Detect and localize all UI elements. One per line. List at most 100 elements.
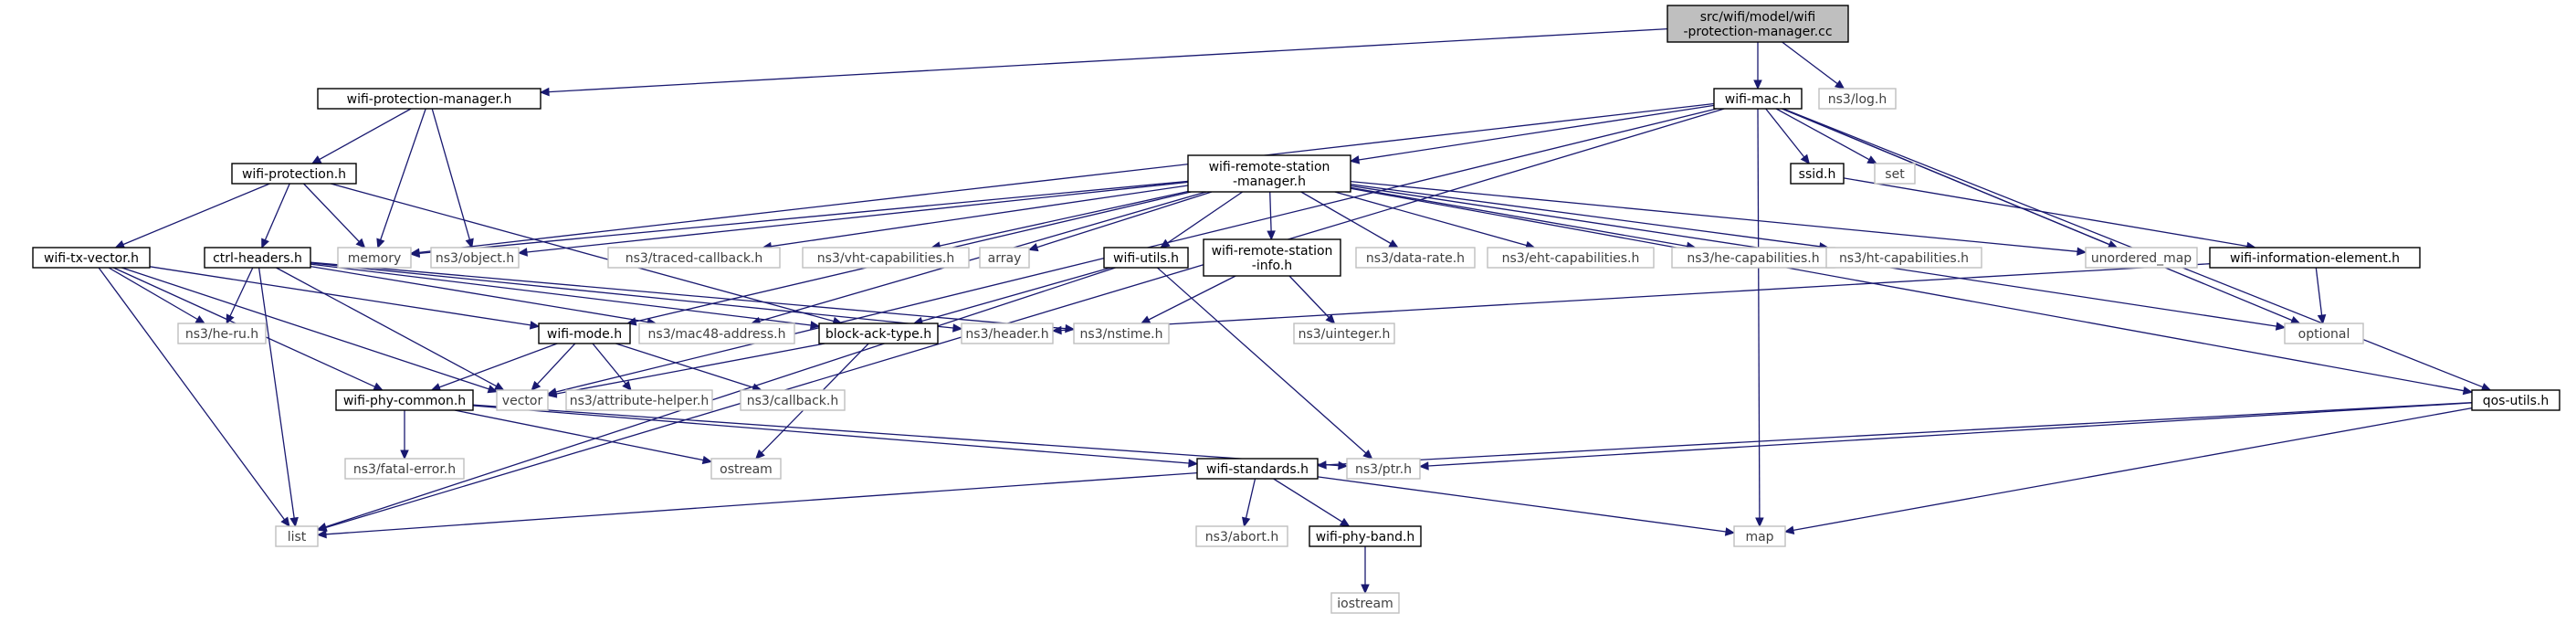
node-box: [1487, 247, 1655, 269]
edge-ctrl-to-nstime: [310, 261, 1076, 333]
arrowhead-icon: [1834, 79, 1845, 90]
edge-line: [1350, 186, 1688, 248]
edge-line: [939, 190, 1189, 247]
arrowhead-icon: [517, 248, 528, 257]
node-box: [430, 247, 520, 269]
arrowhead-icon: [1418, 461, 1429, 471]
arrowhead-icon: [373, 382, 384, 391]
node-vector: vector: [496, 389, 549, 411]
node-box: [2209, 247, 2421, 269]
edge-line: [229, 267, 254, 317]
node-umap: unordered_map: [2085, 247, 2198, 269]
node-box: [1667, 5, 1849, 43]
edge-line: [1427, 402, 2473, 467]
edge-line: [771, 185, 1189, 248]
node-ptr: ns3/ptr.h: [1346, 458, 1421, 480]
arrowhead-icon: [195, 315, 206, 324]
node-box: [638, 323, 795, 344]
node-label: block-ack-type.h: [825, 327, 931, 342]
edge-wifi_mac-to-wrsm: [1349, 104, 1715, 164]
edge-line: [331, 183, 835, 323]
edge-line: [1775, 108, 1870, 161]
node-wrsi[interactable]: wifi-remote-station-info.h: [1203, 238, 1341, 277]
node-box: [177, 323, 267, 344]
node-box: [979, 247, 1030, 269]
node-box: [1713, 88, 1803, 110]
edge-line: [98, 267, 286, 521]
arrowhead-icon: [261, 238, 269, 249]
node-box: [740, 389, 846, 411]
node-label: ns3/data-rate.h: [1366, 251, 1465, 266]
node-set: set: [1874, 163, 1916, 185]
arrowhead-icon: [465, 238, 474, 249]
node-label: ns3/ptr.h: [1355, 462, 1412, 477]
node-wifi_utils[interactable]: wifi-utils.h: [1103, 247, 1189, 269]
arrowhead-icon: [1362, 449, 1373, 460]
node-root[interactable]: src/wifi/model/wifi-protection-manager.c…: [1667, 5, 1849, 43]
node-label: ns3/fatal-error.h: [353, 462, 456, 477]
node-wpm_h[interactable]: wifi-protection-manager.h: [317, 88, 541, 110]
node-box: [2284, 323, 2364, 344]
node-wifi_protection[interactable]: wifi-protection.h: [231, 163, 357, 185]
node-bat[interactable]: block-ack-type.h: [818, 323, 939, 344]
node-box: [961, 323, 1054, 344]
node-label: ssid.h: [1799, 167, 1836, 182]
node-wpb[interactable]: wifi-phy-band.h: [1309, 525, 1422, 547]
edge-wstd-to-map: [1317, 476, 1736, 536]
node-label: ns3/uinteger.h: [1299, 327, 1391, 342]
edge-ctrl-to-he_ru: [226, 267, 254, 325]
edge-line: [1350, 184, 1821, 248]
node-wstd[interactable]: wifi-standards.h: [1196, 458, 1319, 480]
edge-wifi_utils-to-bat: [912, 267, 1111, 326]
node-label: wifi-utils.h: [1113, 251, 1179, 266]
arrowhead-icon: [1338, 460, 1349, 471]
arrowhead-icon: [2275, 322, 2287, 331]
node-wrsm[interactable]: wifi-remote-station-manager.h: [1187, 154, 1351, 193]
node-label: ctrl-headers.h: [213, 251, 302, 266]
edge-line: [1288, 275, 1330, 318]
edge-wrsm-to-wrsi: [1267, 191, 1276, 241]
node-wie[interactable]: wifi-information-element.h: [2209, 247, 2421, 269]
node-label: ns3/object.h: [436, 251, 514, 266]
node-label: wifi-remote-station: [1209, 160, 1330, 175]
edge-wtxv-to-wifi_mode: [149, 266, 541, 330]
edge-line: [431, 108, 471, 240]
node-box: [32, 247, 151, 269]
node-ssid[interactable]: ssid.h: [1790, 163, 1845, 185]
arrowhead-icon: [622, 380, 632, 391]
edge-ctrl-to-vector: [276, 267, 505, 391]
node-box: [317, 88, 541, 110]
edge-root-to-ns3_log: [1782, 41, 1845, 90]
node-he_cap: ns3/he-capabilities.h: [1671, 247, 1835, 269]
node-label: -manager.h: [1233, 175, 1306, 189]
node-uinteger: ns3/uinteger.h: [1293, 323, 1395, 344]
edge-wrsm-to-vht: [930, 190, 1189, 250]
edge-line: [1156, 267, 1367, 454]
edge-line: [472, 404, 1340, 467]
node-box: [1825, 247, 1982, 269]
edge-wifi_mode-to-vector: [531, 343, 576, 391]
edge-line: [418, 102, 1715, 254]
edge-wifi_mac-to-map: [1755, 108, 1764, 528]
edge-line: [1334, 191, 1528, 247]
edge-line: [149, 266, 531, 326]
node-ctrl[interactable]: ctrl-headers.h: [204, 247, 311, 269]
edge-wpb-to-iostream: [1361, 546, 1370, 595]
node-box: [231, 163, 357, 185]
edge-line: [1273, 478, 1343, 523]
arrowhead-icon: [1388, 239, 1399, 249]
edge-line: [319, 108, 412, 161]
arrowhead-icon: [1325, 313, 1336, 324]
node-wifi_mode[interactable]: wifi-mode.h: [538, 323, 631, 344]
node-wpc[interactable]: wifi-phy-common.h: [335, 389, 474, 411]
node-wifi_mac[interactable]: wifi-mac.h: [1713, 88, 1803, 110]
edge-ssid-to-wie: [1843, 177, 2257, 251]
node-label: ns3/mac48-address.h: [648, 327, 786, 342]
node-wtxv[interactable]: wifi-tx-vector.h: [32, 247, 151, 269]
edge-qos-to-ptr: [1418, 402, 2473, 471]
node-label: iostream: [1337, 597, 1393, 611]
arrowhead-icon: [1783, 525, 1795, 534]
edge-line: [1782, 108, 2293, 322]
node-qos[interactable]: qos-utils.h: [2471, 389, 2560, 411]
node-box: [1733, 525, 1786, 547]
